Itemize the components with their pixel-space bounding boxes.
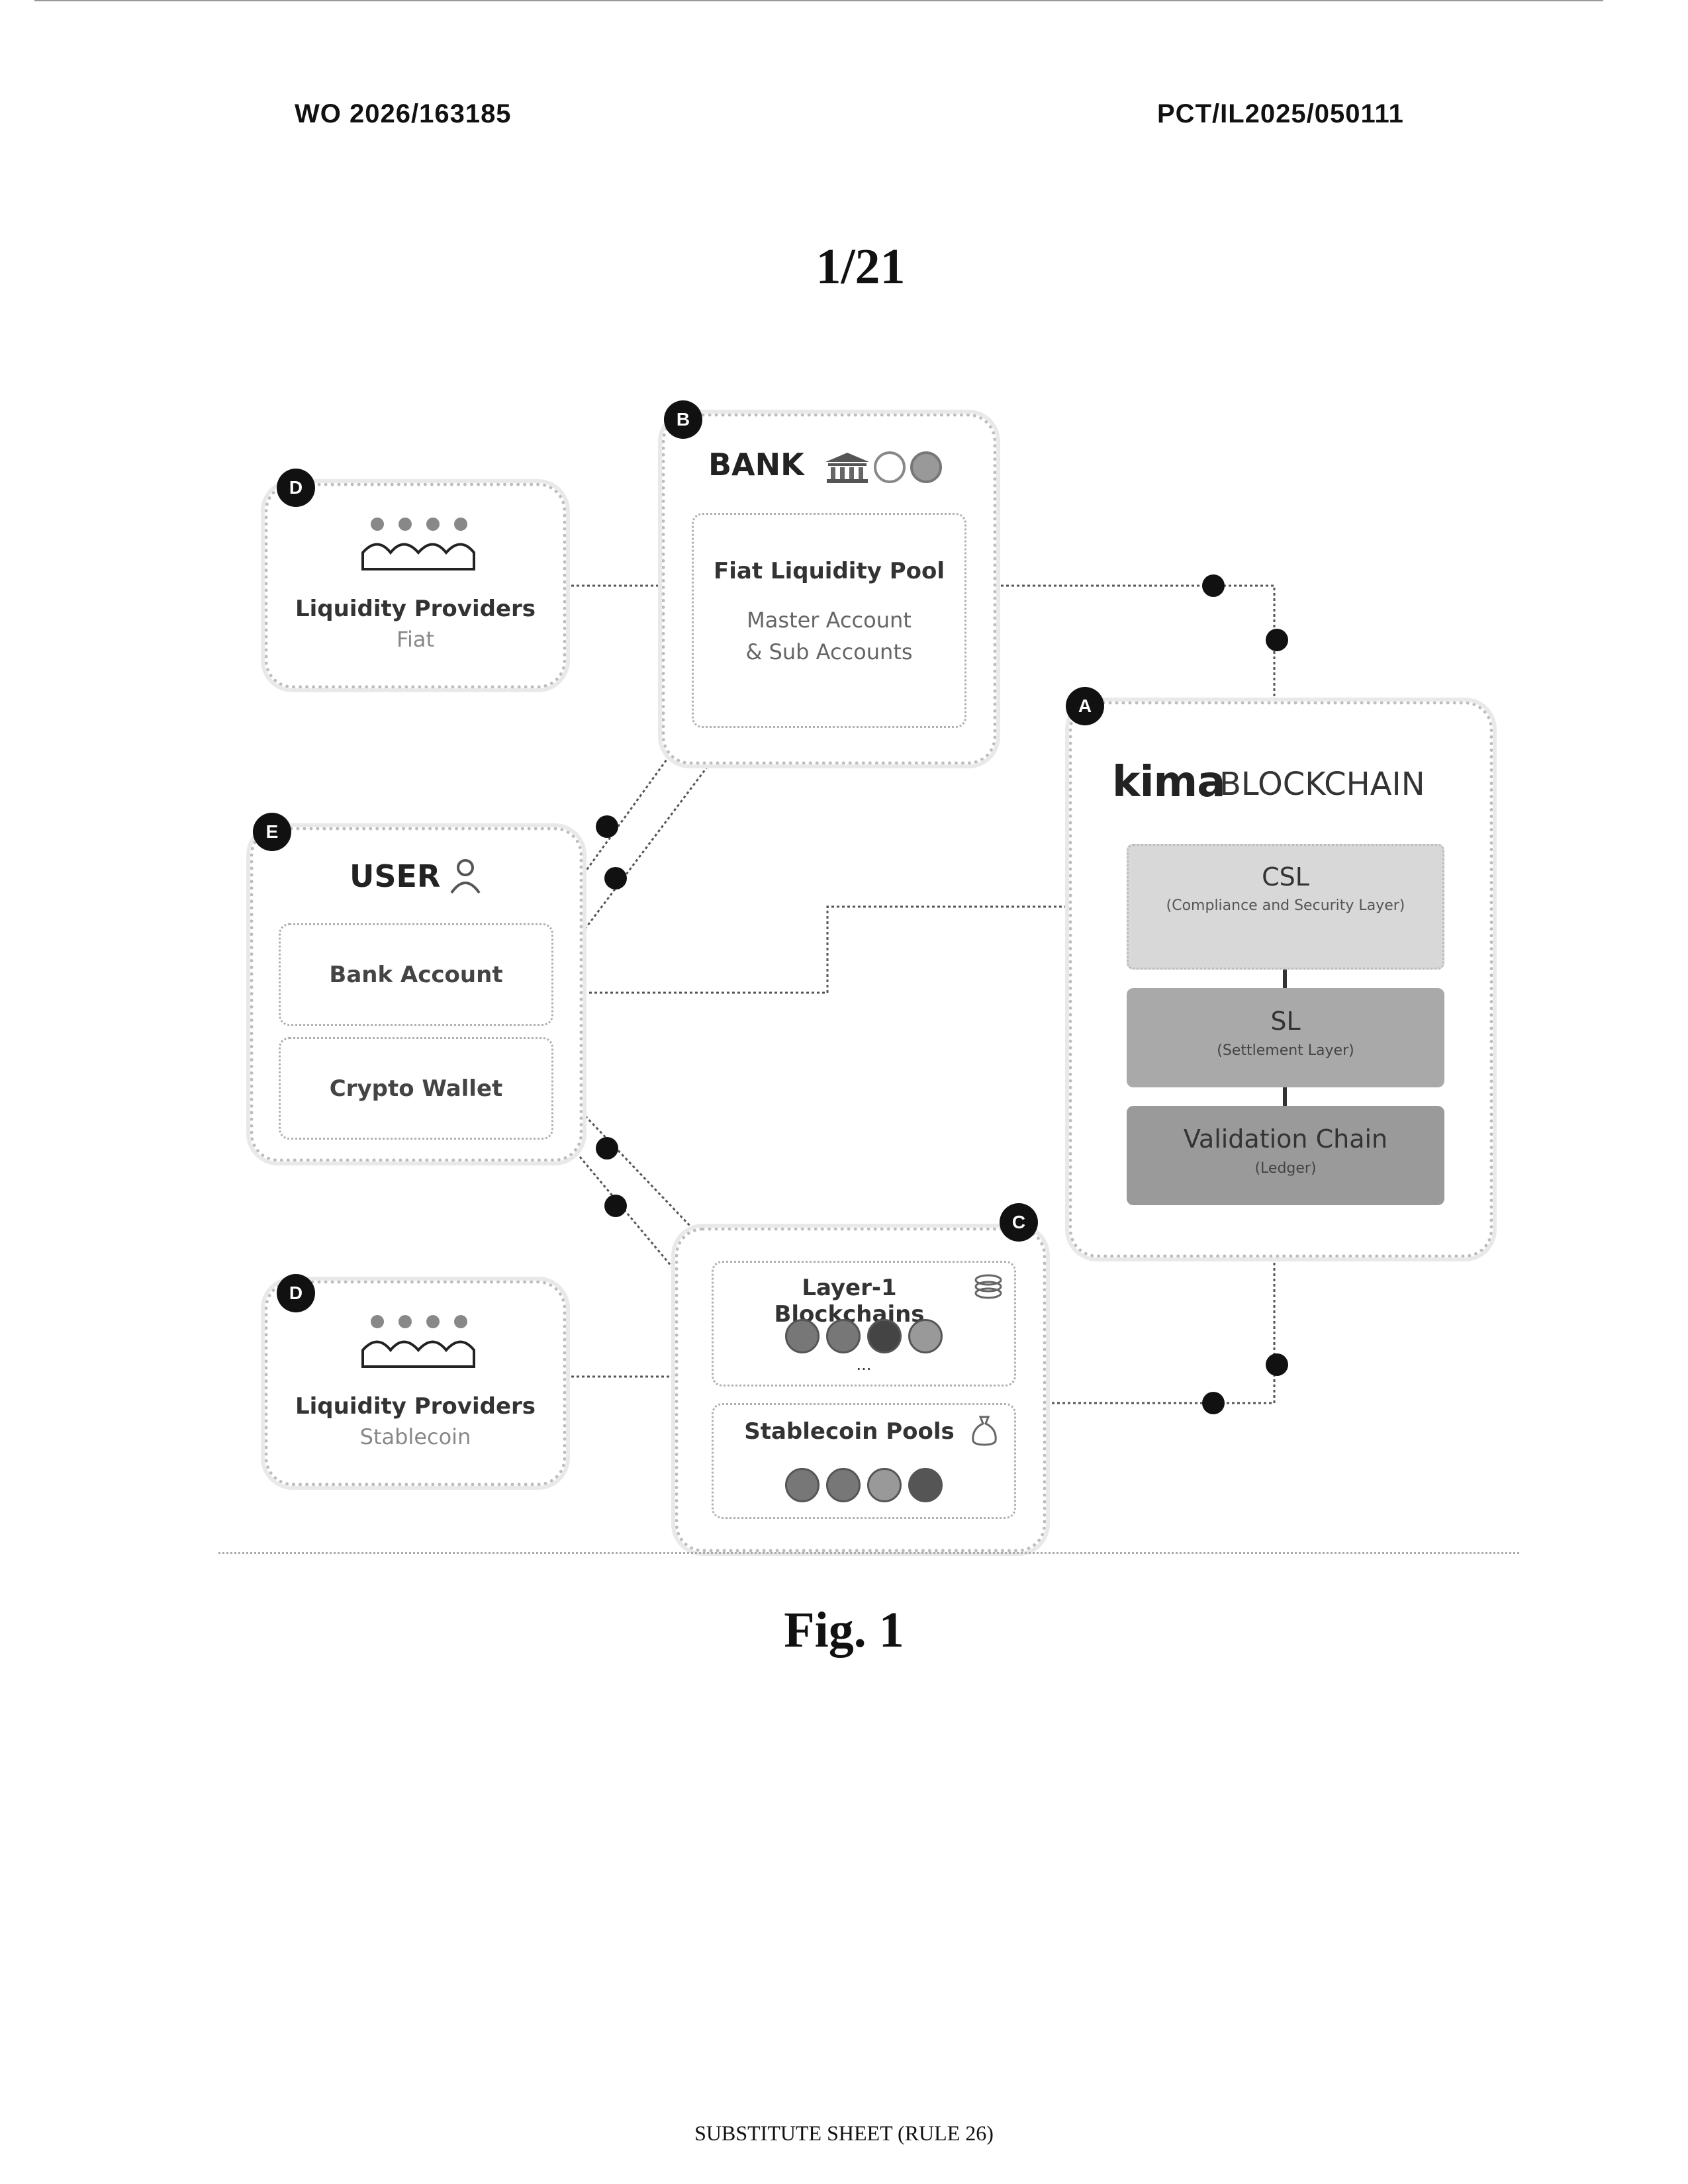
crypto-coin-icon: [826, 1319, 861, 1353]
bank-account-box: Bank Account: [279, 923, 553, 1026]
bank-building-icon: [824, 451, 870, 484]
lp-stablecoin-subtitle: Stablecoin: [268, 1424, 563, 1449]
csl-title: CSL: [1129, 862, 1442, 891]
layer1-ellipsis: ...: [714, 1355, 1014, 1374]
step-badge: [1266, 1353, 1288, 1376]
node-badge-a: A: [1066, 687, 1104, 725]
node-badge-d: D: [277, 1274, 315, 1312]
vc-title: Validation Chain: [1127, 1124, 1444, 1154]
layer1-blockchains-box: Layer-1 Blockchains ...: [712, 1261, 1016, 1387]
pool-line2: & Sub Accounts: [694, 639, 964, 664]
step-badge: [604, 867, 627, 889]
chains-card: Layer-1 Blockchains ... Stablecoin Pools: [675, 1228, 1046, 1552]
bank-title: BANK: [708, 447, 808, 482]
step-badge: [1202, 1392, 1225, 1414]
fiat-liquidity-pool: Fiat Liquidity Pool Master Account & Sub…: [692, 513, 966, 728]
stablecoin-pools-box: Stablecoin Pools: [712, 1403, 1016, 1519]
step-badge: [1202, 574, 1225, 597]
lp-fiat-subtitle: Fiat: [268, 627, 563, 652]
lp-fiat-card: Liquidity Providers Fiat: [265, 483, 566, 688]
vc-subtitle: (Ledger): [1127, 1160, 1444, 1177]
dollar-coin-icon: [874, 451, 906, 483]
user-icon: [449, 858, 482, 895]
crypto-coin-icon: [867, 1319, 902, 1353]
node-badge-e: E: [253, 813, 291, 851]
crypto-coin-icon: [826, 1468, 861, 1502]
crypto-wallet-label: Crypto Wallet: [281, 1075, 551, 1102]
node-badge-b: B: [664, 400, 702, 439]
lp-stablecoin-title: Liquidity Providers: [268, 1393, 563, 1420]
kima-card: kima BLOCKCHAIN CSL (Compliance and Secu…: [1069, 702, 1493, 1257]
coin-stack-icon: [973, 1273, 1004, 1301]
sl-layer: SL (Settlement Layer): [1127, 988, 1444, 1087]
crypto-coin-icon: [908, 1468, 943, 1502]
stablecoin-pools-title: Stablecoin Pools: [727, 1418, 972, 1445]
pool-title: Fiat Liquidity Pool: [694, 558, 964, 584]
connector-kima-chains: [1019, 1257, 1274, 1403]
crypto-wallet-box: Crypto Wallet: [279, 1037, 553, 1140]
user-title: USER: [350, 858, 455, 894]
connector-kima-bank: [996, 586, 1274, 696]
connector-user-csl: [589, 907, 1122, 993]
validation-chain-layer: Validation Chain (Ledger): [1127, 1106, 1444, 1205]
bank-account-label: Bank Account: [281, 962, 551, 988]
money-bag-icon: [970, 1414, 998, 1446]
layer-link: [1283, 1087, 1287, 1107]
people-group-icon: [357, 516, 480, 576]
crypto-coin-icon: [785, 1468, 820, 1502]
pool-line1: Master Account: [694, 608, 964, 633]
step-badge: [1266, 629, 1288, 651]
figure-label: Fig. 1: [712, 1602, 976, 1659]
layer-link: [1283, 970, 1287, 989]
crypto-coin-icon: [867, 1468, 902, 1502]
crypto-coin-icon: [908, 1319, 943, 1353]
step-badge: [604, 1195, 627, 1217]
sl-title: SL: [1127, 1007, 1444, 1036]
step-badge: [596, 815, 618, 838]
node-badge-c: C: [1000, 1203, 1038, 1242]
crypto-coin-icon: [785, 1319, 820, 1353]
csl-subtitle: (Compliance and Security Layer): [1129, 897, 1442, 914]
csl-layer: CSL (Compliance and Security Layer): [1127, 844, 1444, 970]
kima-brand: kima: [1112, 758, 1221, 807]
people-group-icon: [357, 1314, 480, 1373]
page-footer: SUBSTITUTE SHEET (RULE 26): [579, 2121, 1109, 2146]
step-badge: [596, 1137, 618, 1160]
lp-fiat-title: Liquidity Providers: [268, 596, 563, 622]
node-badge-d: D: [277, 469, 315, 507]
kima-title: BLOCKCHAIN: [1219, 766, 1471, 803]
lp-stablecoin-card: Liquidity Providers Stablecoin: [265, 1281, 566, 1486]
bank-card: BANK Fiat Liquidity Pool Master Account …: [662, 414, 996, 764]
user-card: USER Bank Account Crypto Wallet: [250, 827, 583, 1161]
euro-coin-icon: [910, 451, 942, 483]
sl-subtitle: (Settlement Layer): [1127, 1042, 1444, 1059]
figure-divider: [218, 1552, 1519, 1554]
